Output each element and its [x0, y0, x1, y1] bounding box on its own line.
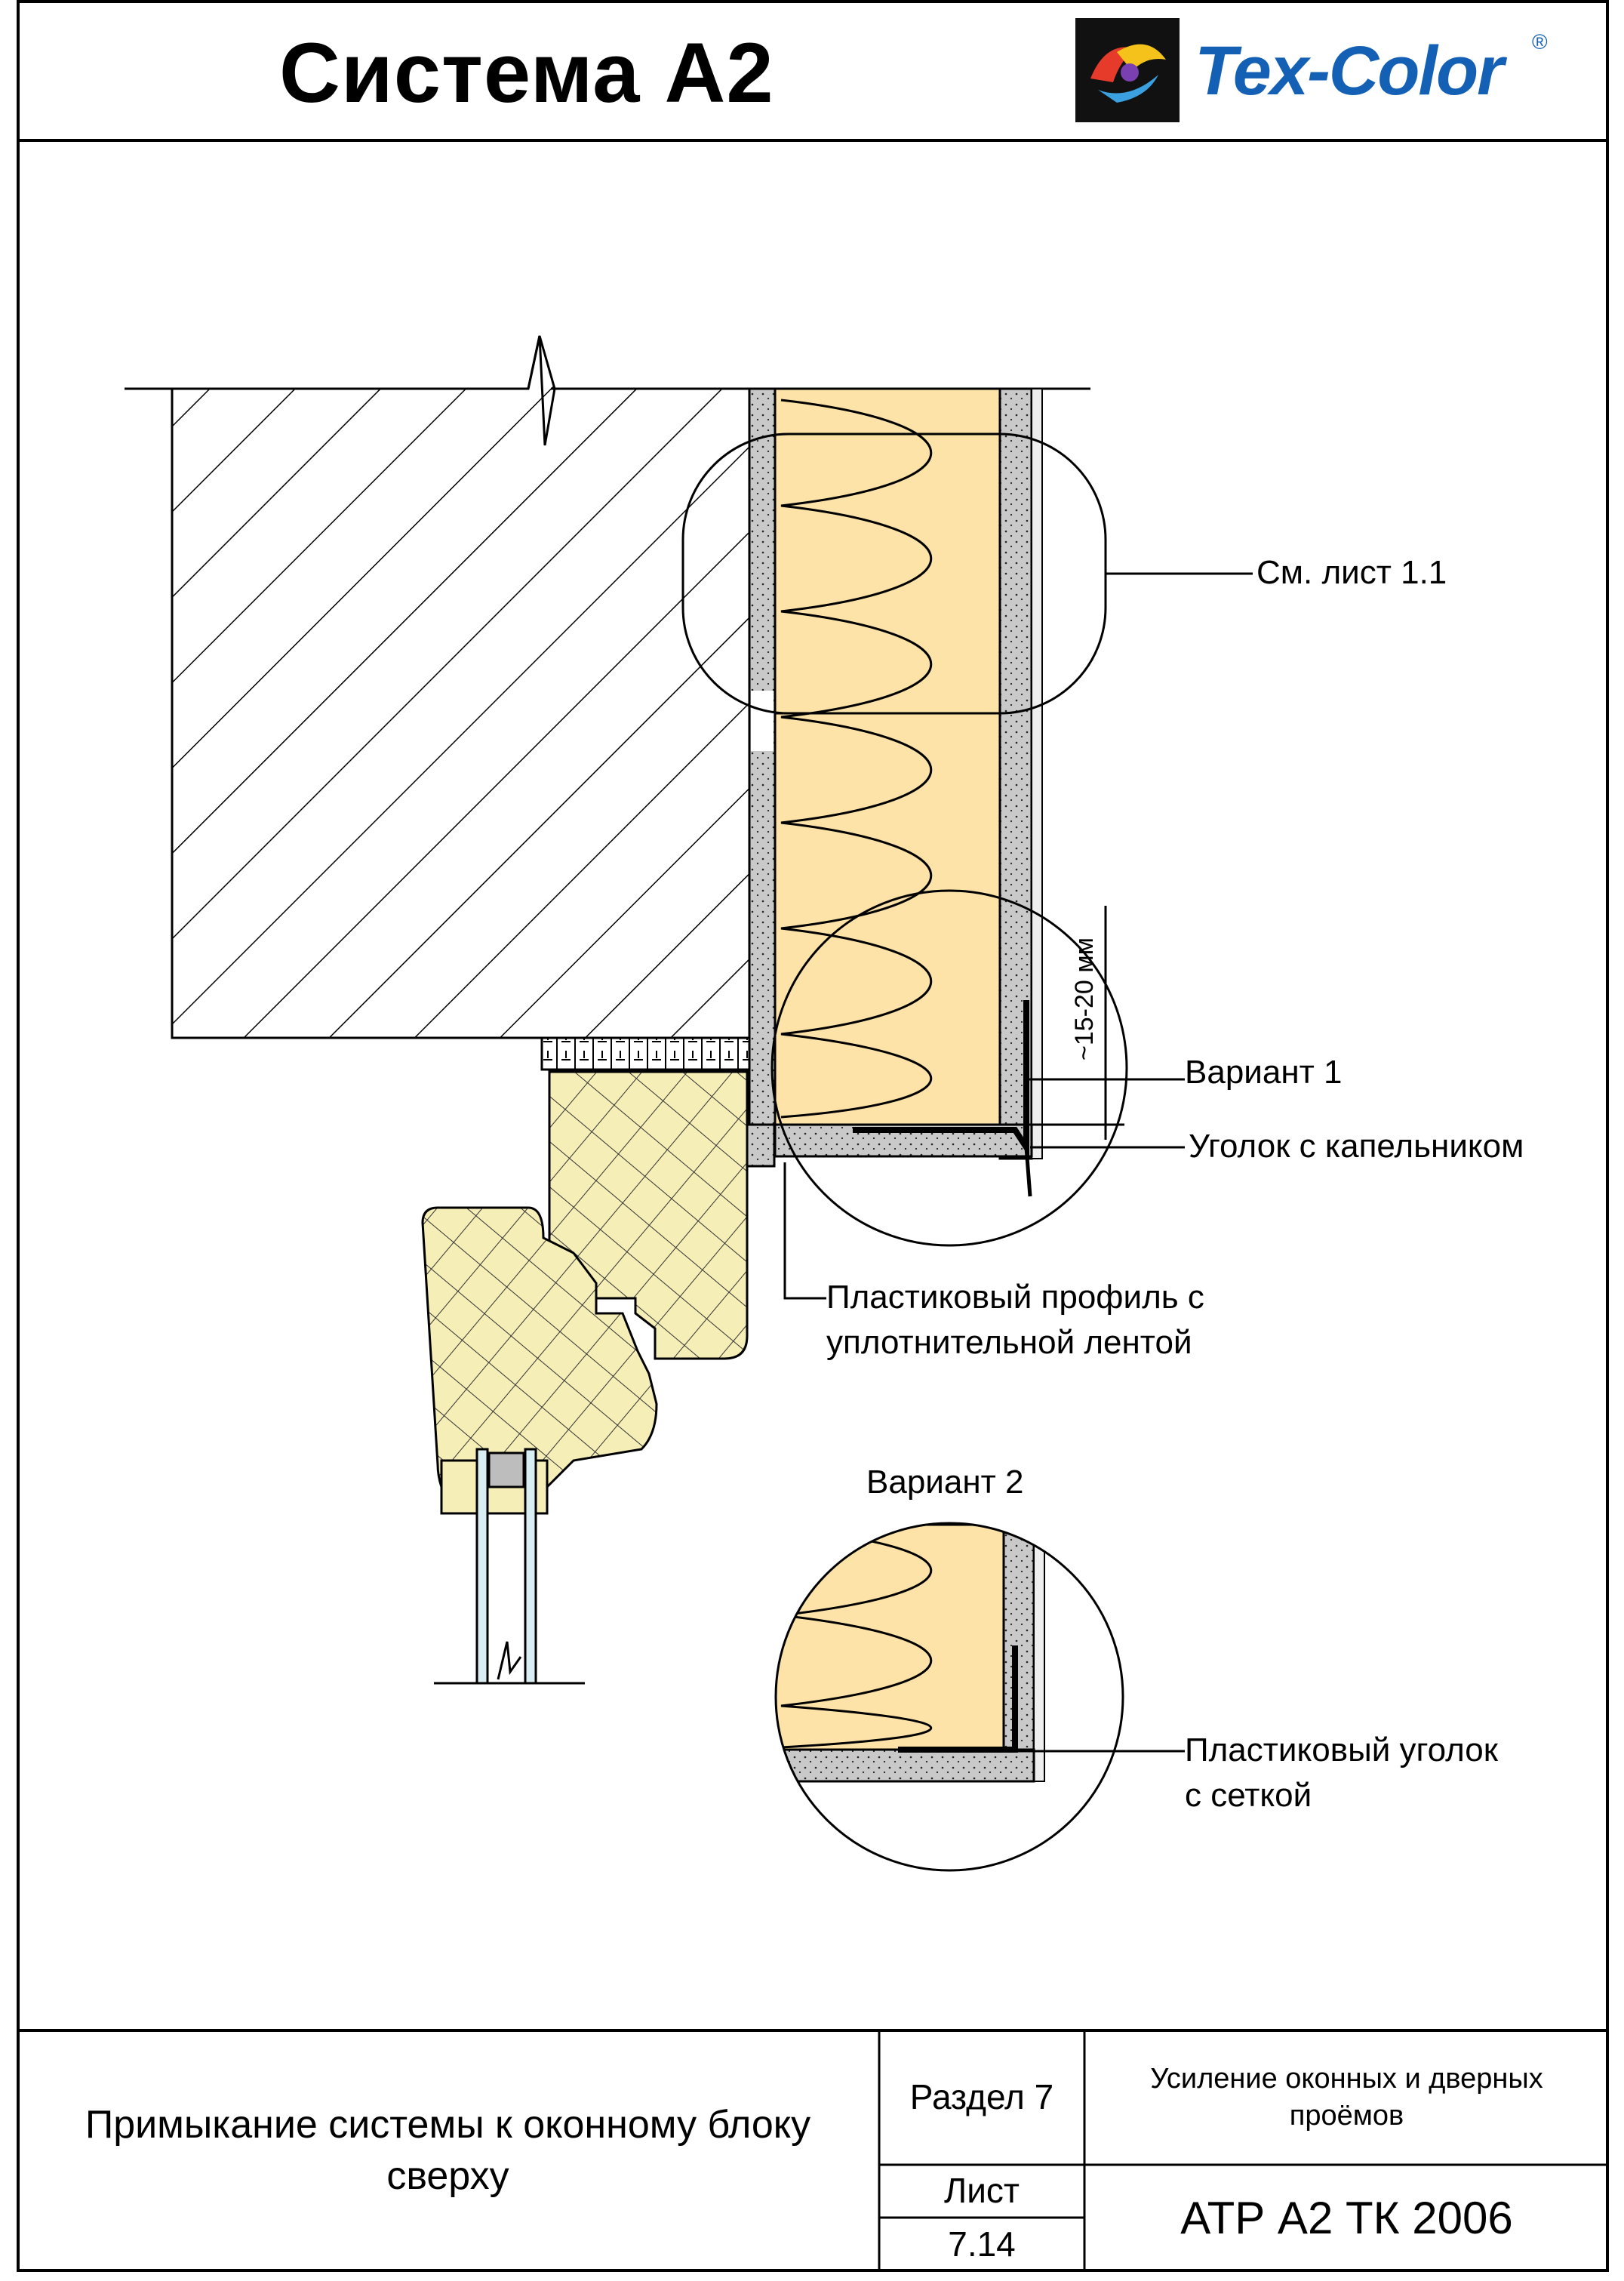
label-plastic-profile-2: уплотнительной лентой: [826, 1324, 1192, 1361]
topic-cell: Усиление оконных и дверных проёмов: [1084, 2030, 1609, 2165]
label-variant2: Вариант 2: [866, 1464, 1024, 1501]
insulation-board: [774, 387, 1001, 1126]
label-see-sheet: См. лист 1.1: [1256, 554, 1447, 591]
variant1-detail-circle: [770, 889, 1128, 1247]
page-title: Система A2: [279, 26, 774, 120]
plastic-profile: [746, 1123, 776, 1168]
finish-coat: [1031, 388, 1043, 1159]
label-plastic-corner-1: Пластиковый уголок: [1185, 1732, 1498, 1768]
description-line-1: Примыкание системы к оконному блоку: [85, 2103, 811, 2147]
label-dimension: ~15-20 мм: [1070, 937, 1099, 1060]
drawing-sheet-border: [17, 0, 1609, 2272]
document-code-cell: АТР А2 ТК 2006: [1180, 2193, 1513, 2243]
topic-line-1: Усиление оконных и дверных: [1150, 2062, 1543, 2095]
adhesive-gap: [751, 691, 774, 751]
sheet-number-cell: 7.14: [948, 2224, 1016, 2264]
sheet-label-cell: Лист: [944, 2171, 1020, 2211]
adhesive-layer: [748, 387, 777, 1126]
label-drip-corner: Уголок с капельником: [1189, 1128, 1524, 1165]
title-block: Примыкание системы к оконному блоку свер…: [17, 2030, 1609, 2272]
title-block-description: Примыкание системы к оконному блоку свер…: [17, 2030, 879, 2272]
topic-line-2: проёмов: [1289, 2100, 1404, 2132]
tex-color-logo-icon: [1075, 18, 1180, 122]
window-glazing: [434, 1448, 585, 1685]
logo-text: Tex-Color: [1195, 32, 1504, 109]
logo-registered-mark: ®: [1532, 30, 1548, 54]
header-divider: [17, 139, 1609, 142]
section-cell: Раздел 7: [909, 2077, 1054, 2117]
drip-corner-profile: [853, 1000, 1029, 1158]
sealing-tape: [540, 1036, 751, 1071]
description-line-2: сверху: [386, 2154, 509, 2198]
label-variant1: Вариант 1: [1185, 1054, 1343, 1091]
variant2-detail: [776, 1523, 1045, 1783]
window-frame: [421, 1070, 749, 1515]
label-plastic-profile-1: Пластиковый профиль с: [826, 1279, 1204, 1316]
label-plastic-corner-2: с сеткой: [1185, 1777, 1312, 1814]
